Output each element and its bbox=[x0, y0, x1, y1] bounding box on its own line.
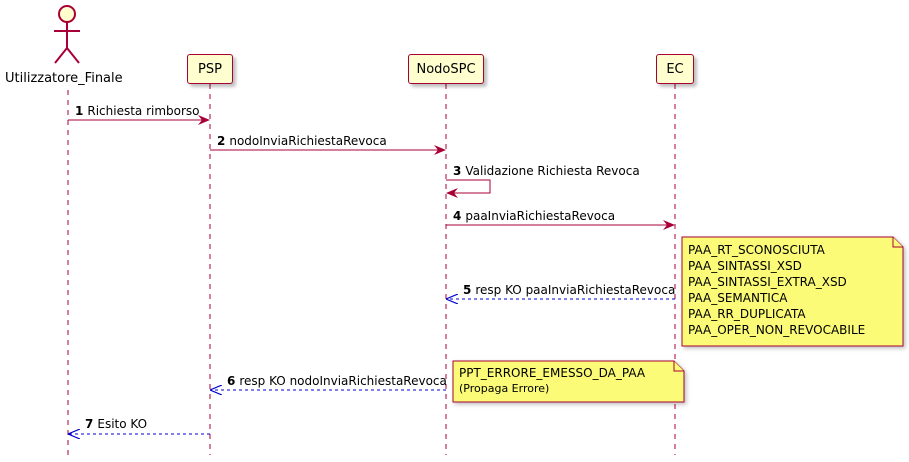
participant-nodo: NodoSPC bbox=[408, 54, 484, 84]
note-nodo-error-text: PPT_ERRORE_EMESSO_DA_PAA (Propaga Errore… bbox=[459, 365, 645, 397]
note-ec-errors bbox=[681, 236, 904, 347]
note-line: PAA_SEMANTICA bbox=[688, 291, 788, 305]
note-line: PAA_RR_DUPLICATA bbox=[688, 307, 806, 321]
actor-label: Utilizzatore_Finale bbox=[5, 71, 123, 86]
note-line: PAA_RT_SCONOSCIUTA bbox=[688, 243, 825, 257]
note-line: PAA_SINTASSI_EXTRA_XSD bbox=[688, 275, 847, 289]
stick-figure-icon bbox=[54, 5, 80, 64]
note-line: (Propaga Errore) bbox=[459, 382, 550, 395]
note-ec-errors-text: PAA_RT_SCONOSCIUTA PAA_SINTASSI_XSD PAA_… bbox=[688, 242, 865, 338]
participant-ec: EC bbox=[656, 54, 694, 84]
note-line: PPT_ERRORE_EMESSO_DA_PAA bbox=[459, 366, 646, 380]
message-arrow-3 bbox=[446, 179, 491, 198]
note-line: PAA_SINTASSI_XSD bbox=[688, 259, 802, 273]
participant-psp: PSP bbox=[187, 54, 233, 84]
note-line: PAA_OPER_NON_REVOCABILE bbox=[688, 323, 866, 337]
note-nodo-error bbox=[452, 360, 685, 403]
